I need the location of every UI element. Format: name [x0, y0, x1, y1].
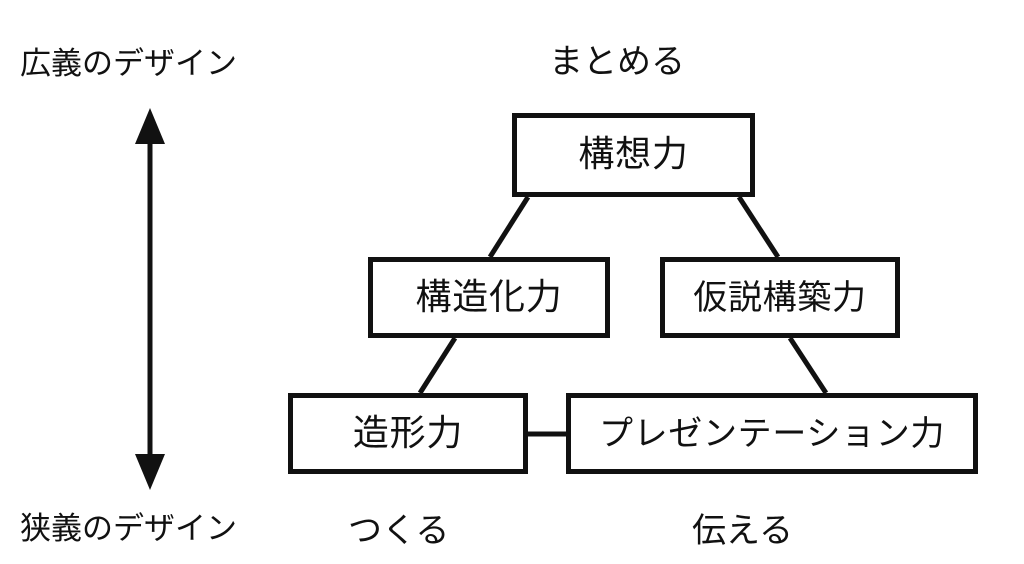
connector-mid-left-to-bot-left — [417, 336, 458, 395]
caption-bottom-right: 伝える — [692, 511, 793, 551]
node-kasetsu-kochiku-ryoku[interactable]: 仮説構築力 — [660, 257, 900, 338]
node-zokei-ryoku[interactable]: 造形力 — [288, 393, 528, 474]
connector-top-to-mid-right — [736, 195, 781, 259]
caption-bottom-left: つくる — [348, 511, 450, 551]
node-presentation-ryoku[interactable]: プレゼンテーション力 — [566, 393, 978, 474]
node-label: プレゼンテーション力 — [598, 413, 946, 454]
node-label: 仮説構築力 — [693, 277, 867, 318]
vertical-double-arrow — [135, 108, 165, 490]
axis-label-narrow-design: 狭義のデザイン — [20, 511, 237, 547]
node-label: 構造化力 — [415, 276, 563, 318]
connector-mid-right-to-bot-right — [787, 336, 829, 395]
node-label: 構想力 — [578, 134, 689, 175]
axis-label-broad-design: 広義のデザイン — [20, 46, 237, 82]
arrow-head-up — [135, 108, 165, 144]
node-koso-ryoku[interactable]: 構想力 — [512, 113, 755, 197]
connector-top-to-mid-left — [487, 195, 531, 259]
arrow-head-down — [135, 454, 165, 490]
node-label: 造形力 — [352, 412, 464, 454]
node-kozoka-ryoku[interactable]: 構造化力 — [368, 257, 610, 338]
caption-top-center: まとめる — [549, 42, 685, 82]
